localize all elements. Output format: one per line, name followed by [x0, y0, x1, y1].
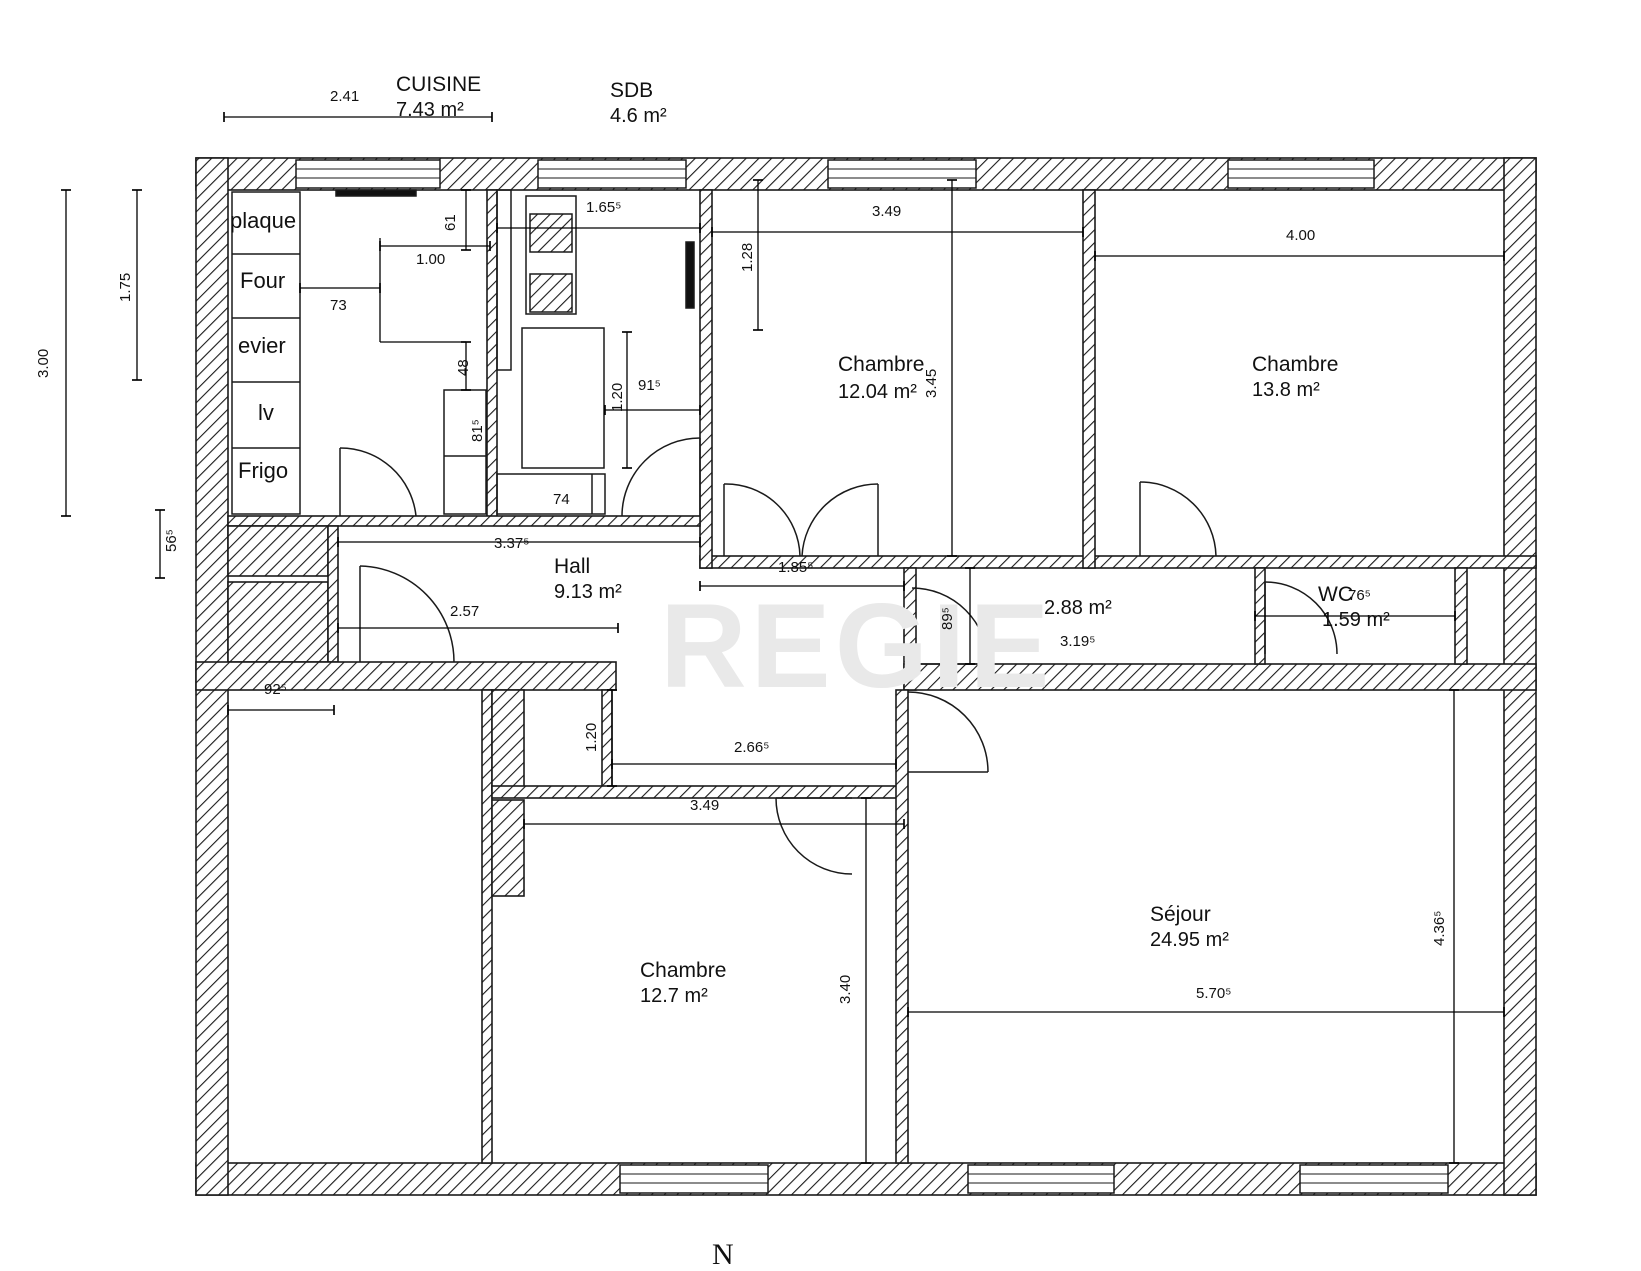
range-hood: [335, 189, 417, 197]
door-sdb: [621, 437, 701, 517]
dim-1-28: 1.28: [739, 242, 756, 272]
room-sdb-area: 4.6 m²: [610, 105, 667, 127]
wall-closet2: [491, 799, 525, 897]
room-chambre1-area: 12.04 m²: [838, 381, 917, 403]
dim-91-5: 91⁵: [638, 377, 661, 394]
dim-3-19-5: 3.19⁵: [1060, 633, 1096, 650]
room-chambre3-name: Chambre: [640, 959, 727, 982]
wall-west-room-east: [481, 689, 493, 1164]
room-wc-area: 1.59 m²: [1322, 609, 1390, 631]
dim-5-70-5: 5.70⁵: [1196, 985, 1232, 1002]
room-sdb-name: SDB: [610, 79, 654, 102]
door-chambre2: [1139, 481, 1217, 557]
dim-1-20-hall: 1.20: [583, 722, 600, 752]
appliance-frigo: Frigo: [238, 458, 289, 483]
window-sejour1: [967, 1164, 1115, 1194]
dim-3-49-top: 3.49: [872, 203, 902, 220]
appliance-evier: evier: [238, 333, 286, 358]
room-hall-name: Hall: [554, 555, 591, 578]
dim-1-20-sdb: 1.20: [609, 382, 626, 412]
sdb-basin: [496, 473, 606, 515]
wall-corridor-south: [903, 663, 1537, 691]
dim-4-36-5: 4.36⁵: [1431, 910, 1448, 946]
room-sejour-area: 24.95 m²: [1150, 929, 1229, 951]
dim-2-66-5: 2.66⁵: [734, 739, 770, 756]
watermark-text: REGIE: [660, 579, 1054, 713]
shower-grid-2: [529, 273, 573, 313]
dim-56-5: 56⁵: [163, 529, 180, 552]
dim-73: 73: [330, 297, 347, 314]
window-chambre2: [1227, 159, 1375, 189]
room-wc-name: WC: [1318, 583, 1353, 606]
doors: [339, 437, 1338, 875]
window-sejour2: [1299, 1164, 1449, 1194]
appliance-plaque: plaque: [230, 208, 297, 233]
wall-hall-south: [195, 661, 617, 691]
dim-3-45: 3.45: [923, 368, 940, 398]
dim-3-49-bottom: 3.49: [690, 797, 720, 814]
dim-61: 61: [442, 214, 459, 231]
door-sejour: [907, 691, 989, 773]
dim-1-85-5: 1.85⁵: [778, 559, 814, 576]
dim-1-65-5: 1.65⁵: [586, 199, 622, 216]
window-sdb: [537, 159, 687, 189]
dim-74: 74: [553, 491, 570, 508]
room-degagement-area: 2.88 m²: [1044, 597, 1112, 619]
north-indicator: N: [712, 1238, 734, 1271]
sdb-radiator: [685, 241, 695, 309]
room-chambre3-area: 12.7 m²: [640, 985, 708, 1007]
wall-cupboard-west2: [227, 581, 329, 663]
dimension-lines: [60, 111, 1505, 1164]
dim-1-75: 1.75: [117, 272, 134, 302]
appliance-lv: lv: [258, 400, 274, 425]
wall-sdb-chambre: [699, 189, 713, 569]
room-cuisine-area: 7.43 m²: [396, 99, 464, 121]
door-chambre3: [775, 797, 853, 875]
wall-chambre-sejour: [895, 689, 909, 1164]
room-chambre2-area: 13.8 m²: [1252, 379, 1320, 401]
windows: [295, 159, 1449, 1194]
sdb-column: [496, 189, 512, 371]
fixtures: [231, 189, 695, 515]
dim-2-57: 2.57: [450, 603, 480, 620]
wall-cupboard-west: [227, 525, 329, 577]
dim-81-5: 81⁵: [469, 419, 486, 442]
room-chambre1-name: Chambre: [838, 353, 925, 376]
kitchen-counter: [231, 191, 301, 515]
dim-89-5: 89⁵: [939, 607, 956, 630]
room-chambre2-name: Chambre: [1252, 353, 1339, 376]
walls: [195, 157, 1537, 1196]
room-sejour-name: Séjour: [1150, 903, 1211, 926]
wall-closet: [491, 689, 525, 791]
sdb-vanity: [521, 327, 605, 469]
door-kitchen: [339, 447, 417, 517]
dim-76-5: 76⁵: [1348, 587, 1371, 604]
room-hall-area: 9.13 m²: [554, 581, 622, 603]
dim-48: 48: [455, 359, 472, 376]
door-chambre1-left: [723, 483, 801, 557]
wall-chambres: [1082, 189, 1096, 569]
shower-tray: [525, 195, 577, 315]
dim-1-00: 1.00: [416, 251, 446, 268]
dim-92-5: 92⁵: [264, 681, 287, 698]
dim-3-00: 3.00: [35, 348, 52, 378]
appliance-four: Four: [240, 268, 286, 293]
room-cuisine-name: CUISINE: [396, 73, 482, 96]
dim-3-37-5: 3.37⁵: [494, 535, 530, 552]
dim-4-00: 4.00: [1286, 227, 1316, 244]
dim-3-40: 3.40: [837, 974, 854, 1004]
wall-kitchen-south: [227, 515, 701, 527]
door-chambre1-right: [801, 483, 879, 557]
dim-2-41: 2.41: [330, 88, 360, 105]
window-chambre3: [619, 1164, 769, 1194]
window-kitchen: [295, 159, 441, 189]
door-hall-entry: [359, 565, 455, 663]
